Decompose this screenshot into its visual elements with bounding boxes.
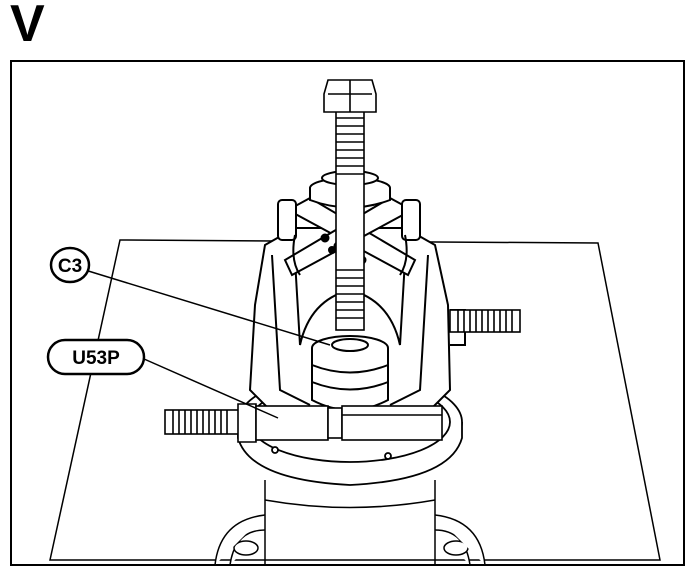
right-threaded-rod: [449, 309, 521, 333]
c3-callout: C3: [49, 246, 91, 284]
c3-leader-line: [84, 269, 331, 346]
c3-label: C3: [58, 256, 82, 277]
puller-illustration: C3 U53P: [10, 60, 685, 566]
left-threaded-rod: [164, 403, 443, 443]
bearing-stack: [311, 335, 389, 411]
u53p-callout: U53P: [46, 338, 146, 376]
section-letter: V: [10, 0, 45, 53]
centre-screw: [323, 79, 377, 331]
bench-plate: [49, 239, 661, 561]
u53p-label: U53P: [72, 348, 120, 369]
illustration-frame: C3 U53P: [10, 60, 686, 567]
u53p-leader-line: [134, 354, 279, 419]
vice-body: [214, 480, 486, 566]
